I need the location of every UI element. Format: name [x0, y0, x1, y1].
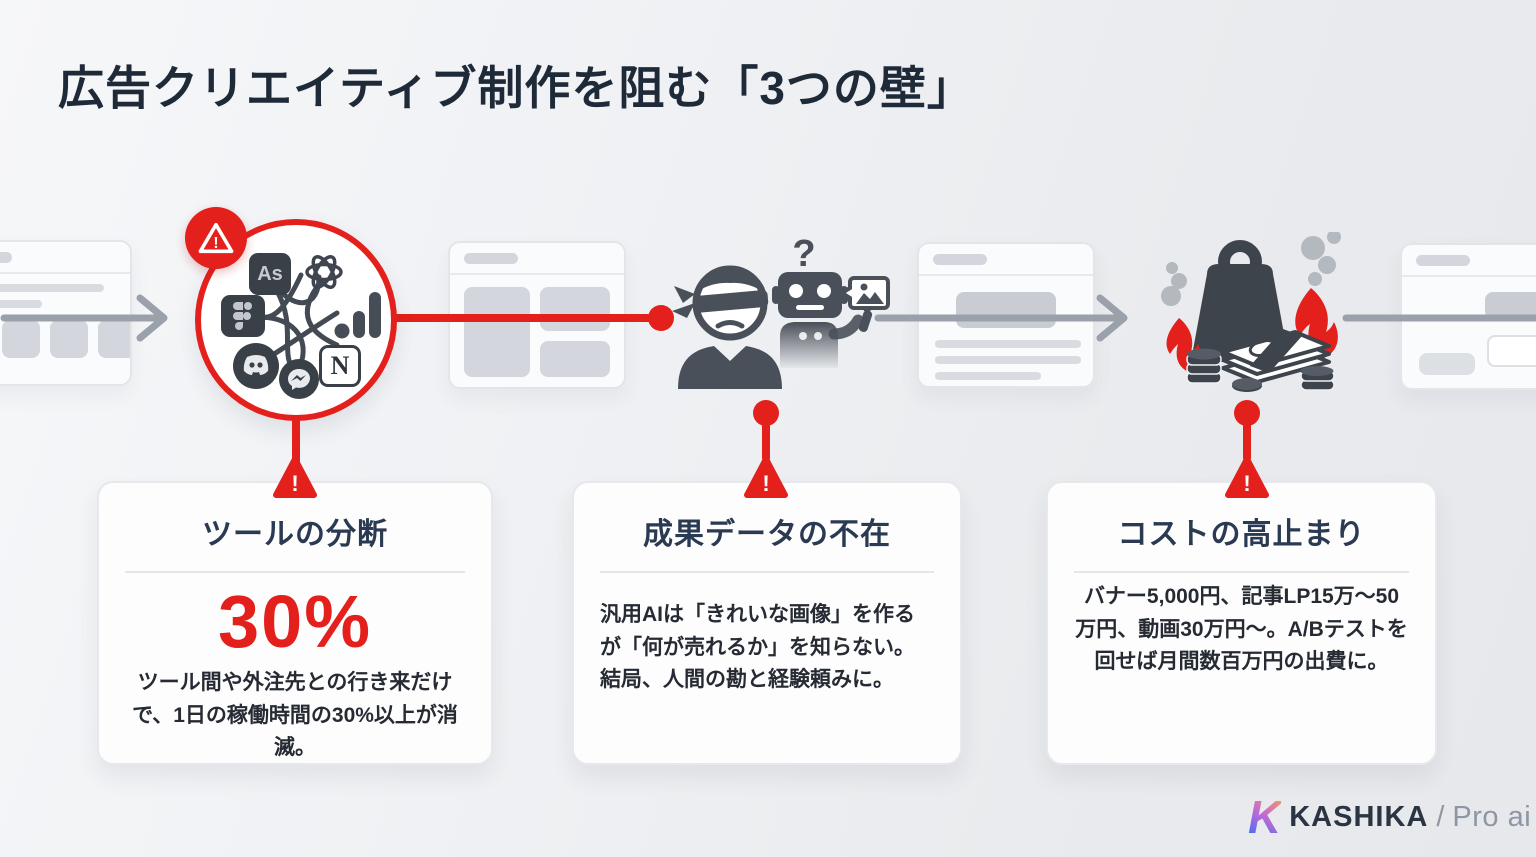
window-header	[1402, 245, 1536, 277]
notion-icon: N	[319, 345, 361, 387]
card1-connector-line	[292, 417, 300, 465]
alert-exclamation: !	[1243, 471, 1250, 496]
thumbnail-placeholder	[50, 320, 88, 358]
text-line-placeholder	[935, 340, 1081, 348]
money-stack	[1221, 329, 1331, 384]
text-line-placeholder	[0, 284, 104, 292]
burning-cost-icon	[1161, 232, 1341, 392]
robot-arm	[828, 314, 864, 340]
blindfolded-person-icon	[672, 265, 782, 389]
hero-block-placeholder	[956, 292, 1056, 328]
chatgpt-icon	[305, 255, 343, 289]
thumbnail-row	[0, 320, 130, 358]
gray-arrow-head	[136, 294, 168, 342]
card3-alert-triangle: !	[1224, 455, 1270, 501]
wireframe-window-left	[0, 240, 132, 386]
card-body: ツール間や外注先との行き来だけで、1日の稼働時間の30%以上が消滅。	[132, 671, 458, 760]
coin-stacks	[1186, 348, 1335, 392]
gray-arrow-head	[1096, 294, 1128, 342]
alert-badge: !	[185, 207, 247, 269]
question-mark: ?	[792, 236, 815, 275]
content-block-placeholder	[540, 341, 610, 377]
alert-exclamation: !	[291, 471, 298, 496]
card-missing-performance-data: 成果データの不在 汎用AIは「きれいな画像」を作るが「何が売れるか」を知らない。…	[572, 481, 962, 765]
figma-icon	[221, 295, 265, 337]
card-tool-fragmentation: ツールの分断 30% ツール間や外注先との行き来だけで、1日の稼働時間の30%以…	[97, 481, 493, 765]
discord-icon	[233, 343, 279, 389]
notion-label: N	[330, 351, 350, 380]
window-title-pill	[0, 251, 12, 263]
brand-logo: K KASHIKA / Pro ai	[1248, 794, 1531, 840]
thumbnail-placeholder	[2, 320, 40, 358]
window-title-pill	[464, 252, 518, 264]
text-line-placeholder	[935, 372, 1041, 380]
card2-alert-triangle: !	[743, 455, 789, 501]
window-title-pill	[933, 253, 987, 265]
card2-connector-line	[762, 412, 770, 462]
card-title: コストの高止まり	[1117, 518, 1366, 551]
image-bubble-icon	[838, 276, 890, 310]
adobe-as-label: As	[257, 262, 283, 285]
google-analytics-icon	[334, 292, 381, 339]
outlined-block-placeholder	[1487, 335, 1536, 367]
text-line-placeholder	[935, 356, 1081, 364]
card-body: バナー5,000円、記事LP15万〜50万円、動画30万円〜。A/Bテストを回せ…	[1075, 585, 1408, 674]
window-title-pill	[1416, 254, 1470, 266]
logo-product-text: Pro ai	[1452, 800, 1532, 833]
tool-fragmentation-circle: As	[185, 207, 397, 421]
card-stat: 30%	[217, 580, 373, 663]
page-title: 広告クリエイティブ制作を阻む「3つの壁」	[58, 62, 974, 114]
messenger-icon	[279, 359, 319, 399]
thumbnail-placeholder	[98, 320, 130, 358]
card-body: 汎用AIは「きれいな画像」を作るが「何が売れるか」を知らない。結局、人間の勘と経…	[600, 603, 915, 692]
content-block-placeholder	[1419, 353, 1475, 375]
kashika-logo-mark: K	[1248, 791, 1282, 843]
window-header	[450, 243, 624, 275]
alert-exclamation: !	[762, 471, 769, 496]
adobe-as-icon: As	[249, 253, 291, 295]
window-header	[919, 244, 1093, 276]
card3-connector-line	[1243, 412, 1251, 462]
card-title: ツールの分断	[202, 518, 388, 551]
card1-alert-triangle: !	[272, 455, 318, 501]
card-divider	[1074, 571, 1409, 573]
alert-exclamation: !	[213, 235, 218, 252]
flow-connector-lines	[0, 294, 1536, 342]
card-title: 成果データの不在	[643, 518, 891, 551]
content-block-placeholder	[464, 287, 530, 377]
window-header	[0, 242, 130, 274]
card-divider	[125, 571, 465, 573]
red-endpoint-dot	[648, 305, 674, 331]
card-high-costs: コストの高止まり バナー5,000円、記事LP15万〜50万円、動画30万円〜。…	[1046, 481, 1437, 765]
card-divider	[600, 571, 934, 573]
content-block-placeholder	[540, 287, 610, 331]
kashika-brand-text: KASHIKA	[1289, 800, 1429, 833]
smoke-puffs	[1161, 232, 1341, 306]
robot-icon: ?	[772, 236, 890, 368]
weight-body	[1192, 264, 1288, 362]
text-line-placeholder	[0, 300, 42, 308]
logo-divider-slash: /	[1436, 800, 1445, 833]
flame-right	[1295, 288, 1338, 358]
